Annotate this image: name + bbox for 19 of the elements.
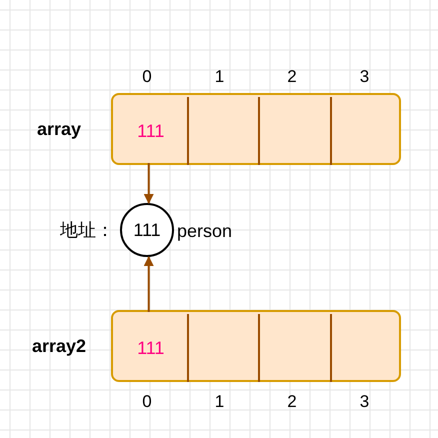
index-label: 1 [214,391,226,413]
index-label: 0 [141,66,153,88]
index-label: 1 [214,66,226,88]
value-text: 111 [133,218,161,242]
array-box [111,93,401,165]
arrow [144,163,154,204]
value-text: 111 [137,336,164,360]
index-label: 3 [358,66,370,88]
index-label: 2 [286,391,298,413]
value-text: 111 [137,120,164,142]
arrow [144,256,154,312]
array-box [111,310,401,382]
array-name: array [36,118,82,141]
address-label: 地址： [59,219,114,242]
index-label: 0 [141,391,153,413]
index-label: 3 [358,391,370,413]
variable-name: person [177,220,232,243]
index-label: 2 [286,66,298,88]
array-name: array2 [30,335,88,358]
